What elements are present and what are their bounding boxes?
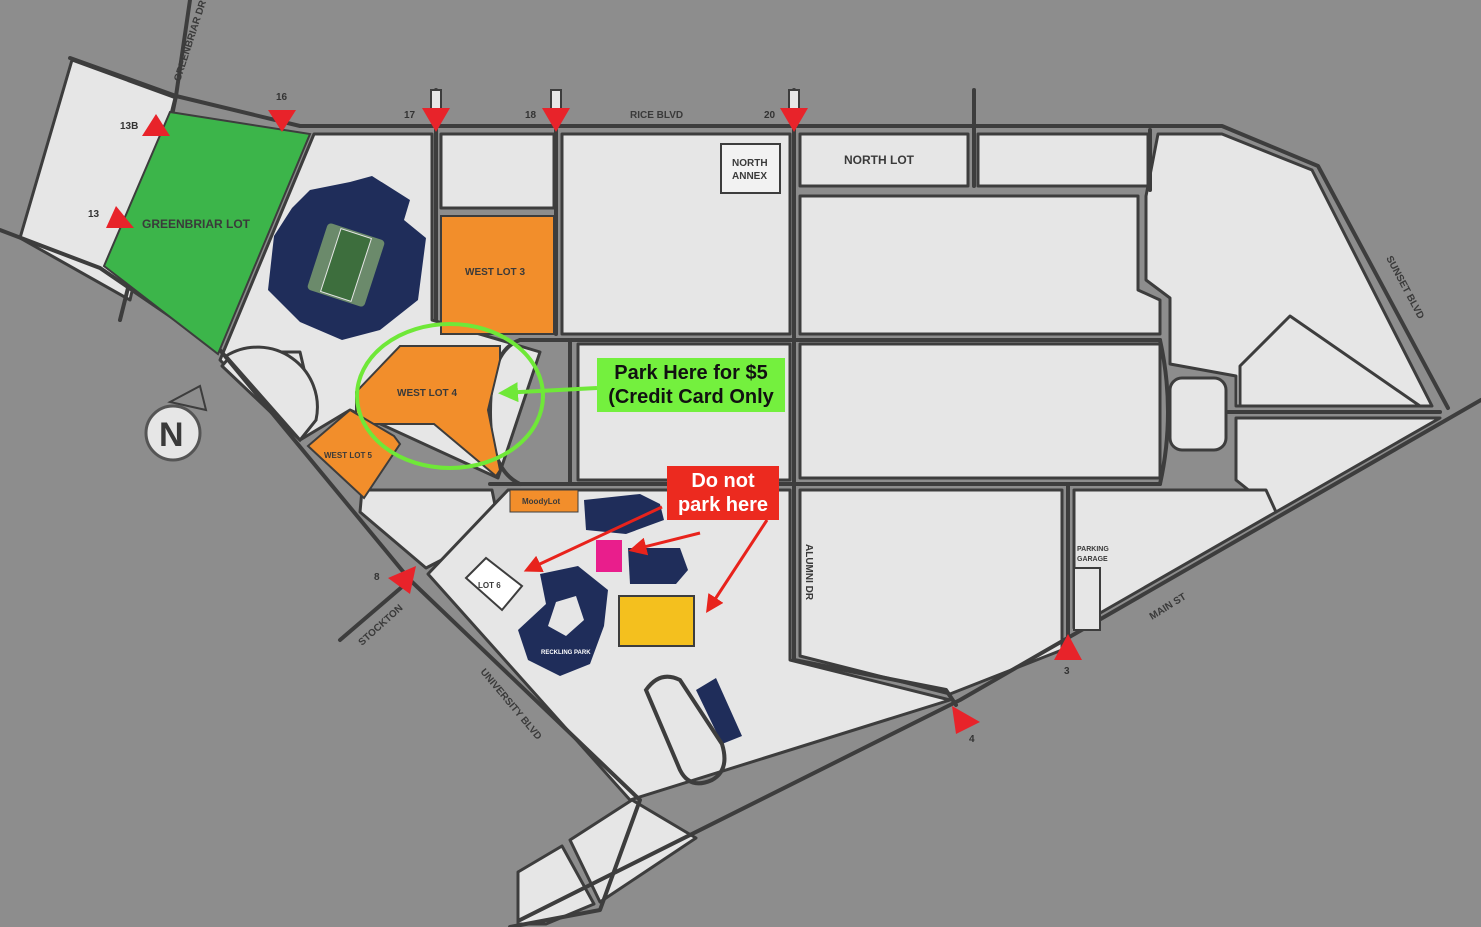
yellow-lot[interactable] bbox=[618, 595, 695, 647]
lot-6[interactable] bbox=[464, 556, 524, 612]
central-north-block bbox=[798, 194, 1162, 336]
north-annex-label-1: NORTH bbox=[732, 158, 768, 169]
reckling-park-stadium bbox=[518, 566, 608, 676]
moody-lot-label: MoodyLot bbox=[522, 497, 561, 506]
avoid-arrow-building bbox=[628, 531, 701, 556]
gate-20-label: 20 bbox=[764, 110, 776, 121]
west-lot-5[interactable] bbox=[306, 408, 402, 500]
gate-13-marker bbox=[106, 206, 134, 228]
loop-road-west bbox=[488, 338, 522, 486]
street-rice-blvd: RICE BLVD bbox=[630, 110, 683, 121]
west-lot-4[interactable] bbox=[355, 345, 502, 478]
parking-garage-label-2: GARAGE bbox=[1077, 556, 1108, 563]
avoid-callout-line1: Do not bbox=[691, 470, 755, 492]
gate-13-label: 13 bbox=[88, 209, 100, 220]
west-lot-3-label: WEST LOT 3 bbox=[465, 267, 525, 278]
street-greenbriar-dr: GREENBRIAR DR bbox=[172, 0, 209, 83]
recommended-arrow bbox=[498, 382, 598, 403]
south-tip-block-1 bbox=[568, 798, 698, 904]
compass-n-label: N bbox=[159, 416, 184, 454]
loop-road-east bbox=[1158, 338, 1170, 486]
arc-lawn bbox=[223, 345, 319, 443]
do-not-park-callout: Do not park here bbox=[667, 466, 779, 520]
gate-3-marker bbox=[1054, 634, 1082, 660]
greenbriar-lot[interactable] bbox=[102, 110, 312, 356]
recommended-callout-line1: Park Here for $5 bbox=[614, 362, 768, 384]
gate-13b-label: 13B bbox=[120, 121, 138, 132]
street-main-st: MAIN ST bbox=[1148, 591, 1189, 622]
west-lot-4-label: WEST LOT 4 bbox=[397, 388, 457, 399]
north-block-east bbox=[976, 132, 1150, 188]
northeast-block bbox=[1144, 132, 1434, 408]
gate-markers: 13B 13 16 17 18 20 8 4 3 bbox=[88, 89, 1082, 745]
east-roundabout bbox=[1168, 376, 1228, 452]
gate-13b-marker bbox=[142, 114, 170, 136]
central-east-mid-block bbox=[798, 342, 1162, 480]
gate-3-label: 3 bbox=[1064, 666, 1070, 677]
east-triangle-block bbox=[1238, 314, 1422, 408]
gate-16-label: 16 bbox=[276, 92, 288, 103]
gate-18-marker bbox=[542, 108, 570, 132]
gate-18-label: 18 bbox=[525, 110, 537, 121]
gate-4-label: 4 bbox=[969, 734, 975, 745]
street-alumni-dr: ALUMNI DR bbox=[803, 544, 814, 601]
north-annex-label-2: ANNEX bbox=[732, 171, 767, 182]
gate-16-marker bbox=[268, 110, 296, 132]
gate-8-label: 8 bbox=[374, 572, 380, 583]
gate-4-marker bbox=[952, 706, 980, 734]
recommended-lot-highlight-circle bbox=[355, 322, 545, 470]
recommended-callout-line2: (Credit Card Only bbox=[608, 386, 774, 408]
compass-north: N bbox=[144, 384, 208, 462]
track-oval bbox=[643, 674, 727, 786]
west-lot-5-label: WEST LOT 5 bbox=[324, 451, 373, 460]
west-lot-3[interactable] bbox=[440, 215, 555, 335]
gate-20-marker bbox=[780, 108, 808, 132]
street-stockton: STOCKTON bbox=[357, 603, 406, 648]
stadium bbox=[268, 176, 426, 340]
avoid-callout-line2: park here bbox=[677, 494, 769, 516]
pink-building bbox=[596, 540, 622, 572]
gate-17-marker bbox=[422, 108, 450, 132]
campus-buildings bbox=[518, 494, 742, 744]
gate-8-marker bbox=[388, 566, 416, 594]
avoid-arrow-lot6 bbox=[523, 505, 663, 573]
recommended-parking-callout: Park Here for $5 (Credit Card Only bbox=[597, 358, 785, 412]
greenbriar-lot-label: GREENBRIAR LOT bbox=[142, 217, 251, 231]
moody-lot[interactable] bbox=[509, 489, 579, 513]
reckling-park-label: RECKLING PARK bbox=[541, 650, 591, 656]
parking-garage[interactable] bbox=[1073, 567, 1101, 631]
north-annex-area bbox=[798, 132, 970, 188]
parking-garage-label-1: PARKING bbox=[1077, 546, 1109, 553]
gate-17-label: 17 bbox=[404, 110, 416, 121]
north-lot-label: NORTH LOT bbox=[844, 153, 915, 167]
north-small-block-1 bbox=[439, 132, 556, 210]
north-annex-lot[interactable] bbox=[720, 143, 781, 194]
lot-6-label: LOT 6 bbox=[478, 581, 501, 590]
avoid-arrow-yellow-lot bbox=[706, 519, 769, 614]
street-sunset-blvd: SUNSET BLVD bbox=[1383, 254, 1425, 321]
